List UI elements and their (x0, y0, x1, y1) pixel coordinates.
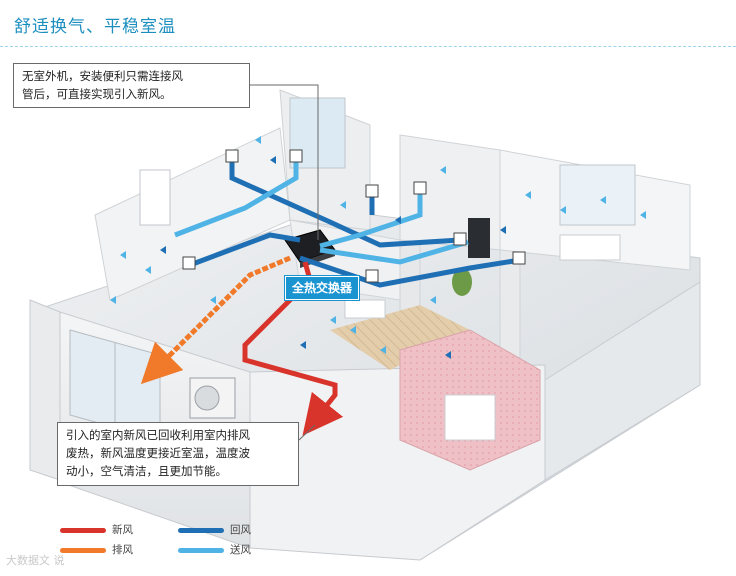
legend-item-fresh: 新风 (60, 523, 133, 537)
legend-swatch-return (178, 528, 224, 533)
legend-item-return: 回风 (178, 523, 251, 537)
callout-bottom-line-3: 动小，空气清洁，且更加节能。 (66, 462, 290, 480)
legend-item-supply: 送风 (178, 543, 251, 557)
legend-label-return: 回风 (230, 524, 251, 536)
callout-top-line-1: 无室外机，安装便利只需连接风 (22, 67, 241, 85)
watermark: 大数据文 说 (6, 552, 65, 568)
legend-swatch-supply (178, 548, 224, 553)
partition-3 (500, 250, 520, 360)
legend: 新风 回风 排风 送风 (60, 517, 282, 561)
bathroom-cabinet (445, 395, 495, 440)
window-right (560, 165, 635, 225)
legend-item-exhaust: 排风 (60, 543, 133, 557)
callout-bottom: 引入的室内新风已回收利用室内排风 废热，新风温度更接近室温，温度波 动小，空气清… (57, 422, 299, 486)
callout-bottom-line-2: 废热，新风温度更接近室温，温度波 (66, 444, 290, 462)
window-left (140, 170, 170, 225)
callout-top-line-2: 管后，可直接实现引入新风。 (22, 85, 241, 103)
heat-exchanger-label: 全热交换器 (285, 276, 359, 300)
callout-top: 无室外机，安装便利只需连接风 管后，可直接实现引入新风。 (13, 63, 250, 108)
left-wall (30, 300, 60, 480)
tv (468, 218, 490, 258)
legend-swatch-fresh (60, 528, 106, 533)
legend-label-supply: 送风 (230, 544, 251, 556)
legend-label-exhaust: 排风 (112, 544, 133, 556)
legend-swatch-exhaust (60, 548, 106, 553)
bed (560, 235, 620, 260)
sofa (345, 300, 385, 318)
legend-label-fresh: 新风 (112, 524, 133, 536)
callout-bottom-line-1: 引入的室内新风已回收利用室内排风 (66, 426, 290, 444)
